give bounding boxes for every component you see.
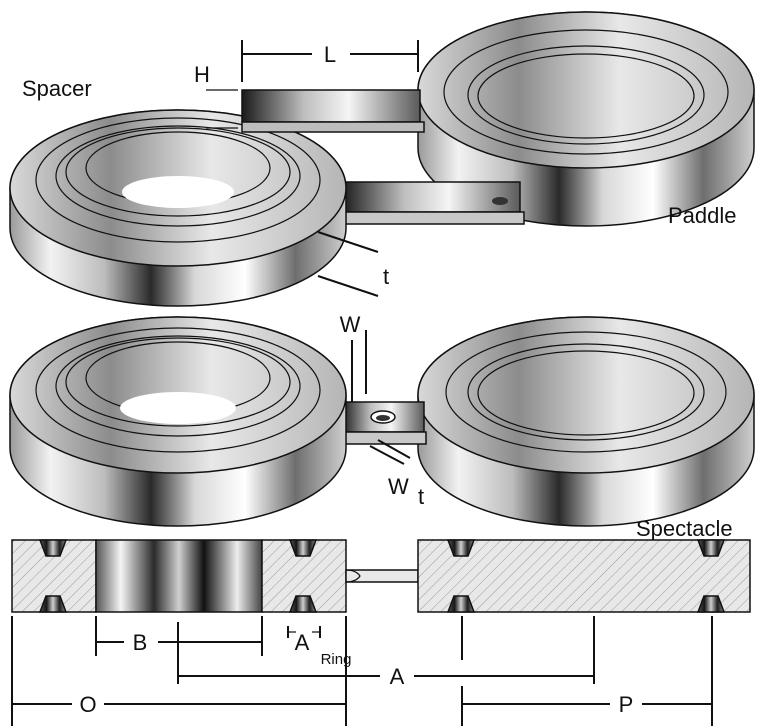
dim-A-label: A (390, 664, 405, 689)
dim-Aring-subscript: Ring (321, 651, 352, 668)
dim-t-label: t (383, 264, 389, 289)
dim-O-label: O (79, 692, 96, 717)
dimension-A: A (178, 664, 594, 689)
dimension-A-ring: A Ring (287, 626, 352, 668)
dimension-W: W (340, 312, 367, 402)
spacer-label: Spacer (22, 76, 92, 101)
dimension-t: t (317, 231, 389, 297)
paddle-upper-handle (241, 89, 425, 133)
dimension-H: H (194, 62, 238, 129)
paddle-label: Paddle (668, 203, 737, 228)
dim-Wt-subscript: t (418, 484, 424, 509)
dimension-B: B (96, 630, 262, 655)
dimension-O: O (12, 692, 346, 717)
dim-B-label: B (133, 630, 148, 655)
dimension-P: P (462, 692, 712, 717)
paddle-lower-handle (341, 181, 525, 225)
dim-W-label: W (340, 312, 361, 337)
spectacle-paddle-ring (417, 316, 755, 527)
section-view (11, 539, 751, 613)
section-extension-lines (11, 616, 713, 726)
dim-H-label: H (194, 62, 210, 87)
dim-Wt-label: W (388, 474, 409, 499)
dimension-Wt: W t (369, 439, 424, 509)
spacer-ring (9, 109, 347, 307)
paddle-ring (417, 11, 755, 227)
dim-P-label: P (619, 692, 634, 717)
spectacle-label: Spectacle (636, 516, 733, 541)
spectacle-spacer-ring (9, 316, 347, 527)
spectacle-web (341, 401, 427, 445)
dim-L-label: L (324, 42, 336, 67)
dimension-L: L (241, 40, 419, 82)
dim-Aring-label: A (295, 630, 310, 655)
